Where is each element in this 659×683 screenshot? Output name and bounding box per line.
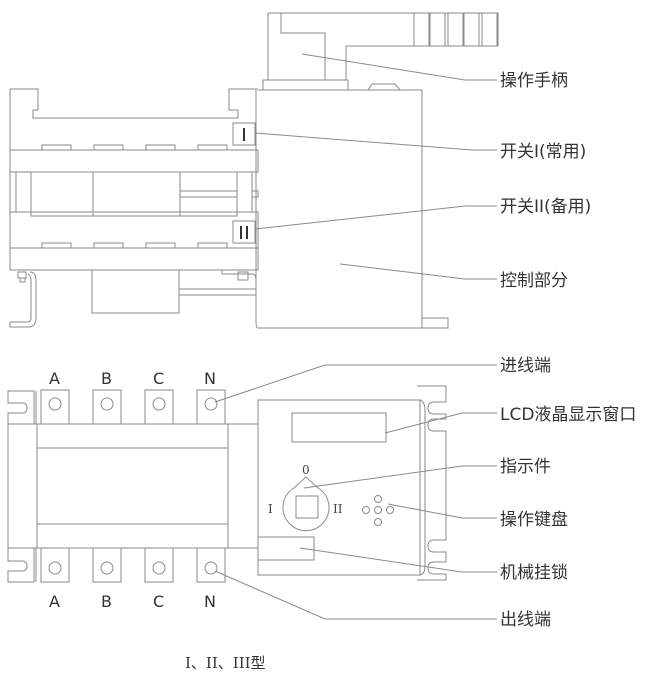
- keypad: [362, 495, 394, 526]
- output-terminals: [40, 547, 226, 583]
- mechanical-lock: [257, 536, 315, 561]
- control-panel-front: [257, 385, 447, 581]
- phase-label-top: C: [153, 369, 164, 388]
- diagram-caption: I、II、III型: [185, 654, 266, 672]
- label-switch-2: 开关II(备用): [500, 197, 591, 217]
- input-terminals: [40, 389, 226, 425]
- label-switch-1: 开关I(常用): [500, 142, 586, 162]
- indicator-mark-two: II: [333, 502, 343, 516]
- phase-label-bottom: A: [49, 592, 60, 611]
- switch-body: [9, 88, 259, 328]
- label-output-terminal: 出线端: [500, 610, 551, 630]
- switch-2-mark: [232, 220, 256, 244]
- phase-label-bottom: C: [153, 592, 164, 611]
- lcd-window: [291, 412, 387, 443]
- label-indicator: 指示件: [500, 457, 551, 477]
- phase-label-bottom: B: [101, 592, 112, 611]
- phase-label-top: N: [204, 369, 216, 388]
- label-mechanical-lock: 机械挂锁: [500, 563, 568, 583]
- label-keypad: 操作键盘: [500, 510, 568, 530]
- phase-label-bottom: N: [204, 592, 216, 611]
- phase-label-top: B: [101, 369, 112, 388]
- label-control-unit: 控制部分: [500, 271, 568, 291]
- front-view: [7, 364, 497, 620]
- label-input-terminal: 进线端: [500, 356, 551, 376]
- phase-label-top: A: [49, 369, 60, 388]
- indicator: [282, 476, 330, 532]
- side-view: [9, 12, 499, 329]
- contact-slots: [41, 144, 228, 249]
- indicator-mark-zero: 0: [302, 463, 310, 477]
- label-lcd-window: LCD液晶显示窗口: [500, 405, 636, 425]
- indicator-mark-one: I: [268, 502, 273, 516]
- label-operating-handle: 操作手柄: [500, 71, 568, 91]
- operating-handle: [262, 12, 499, 91]
- control-unit-side: [255, 89, 449, 329]
